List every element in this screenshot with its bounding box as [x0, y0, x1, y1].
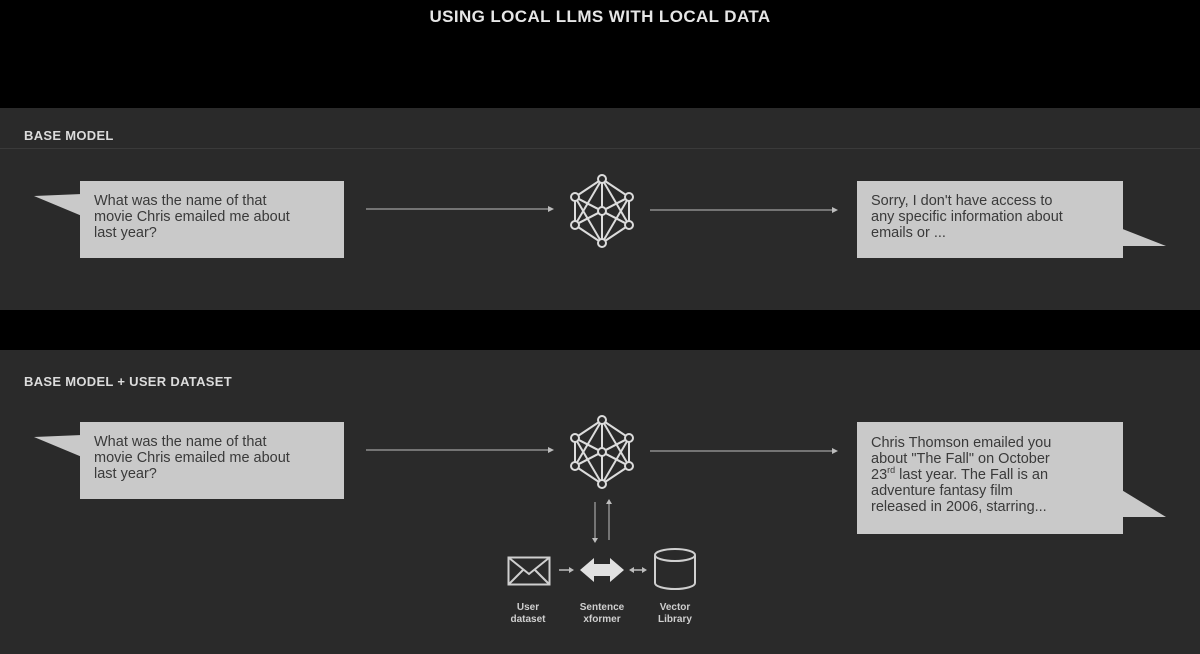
sentence-xformer-label-line: Sentence	[579, 602, 625, 613]
answer-line-rest: last year. The Fall is an	[895, 467, 1049, 483]
answer-bubble: Chris Thomson emailed you about "The Fal…	[857, 422, 1123, 534]
vector-library-label: Vector Library	[644, 602, 706, 626]
question-line: movie Chris emailed me about	[94, 209, 290, 225]
answer-line: emails or ...	[871, 225, 946, 241]
answer-line: about "The Fall" on October	[871, 451, 1050, 467]
base-model-panel: BASE MODEL What was the name of that mov…	[0, 108, 1200, 310]
arrow-to-model	[366, 447, 554, 453]
arrow-to-xformer	[559, 567, 574, 573]
database-icon	[654, 548, 696, 590]
arrow-to-library	[629, 567, 647, 573]
double-arrow-icon	[580, 558, 624, 582]
answer-bubble: Sorry, I don't have access to any specif…	[857, 181, 1123, 258]
answer-line: Chris Thomson emailed you	[871, 435, 1052, 451]
question-line: movie Chris emailed me about	[94, 450, 290, 466]
base-model-user-dataset-panel: BASE MODEL + USER DATASET What was the n…	[0, 350, 1200, 654]
answer-bubble-tail	[1120, 489, 1166, 517]
question-line: last year?	[94, 225, 157, 241]
neural-network-icon	[570, 415, 634, 489]
question-bubble-tail	[34, 194, 82, 216]
answer-line: 23rd last year. The Fall is an	[871, 465, 1109, 483]
neural-network-icon	[570, 174, 634, 248]
question-bubble: What was the name of that movie Chris em…	[80, 422, 344, 499]
sentence-xformer-label: Sentence xformer	[568, 602, 636, 626]
question-line: What was the name of that	[94, 434, 267, 450]
page-title: USING LOCAL LLMS WITH LOCAL DATA	[429, 7, 771, 26]
answer-line: released in 2006, starring...	[871, 499, 1047, 515]
answer-line: Sorry, I don't have access to	[871, 193, 1053, 209]
retrieval-arrows	[592, 499, 612, 543]
vector-library-label-line: Library	[658, 614, 692, 625]
question-line: last year?	[94, 466, 157, 482]
answer-date-number: 23	[871, 467, 888, 483]
panel-label-user-dataset: BASE MODEL + USER DATASET	[24, 374, 232, 389]
question-line: What was the name of that	[94, 193, 267, 209]
arrow-to-model	[366, 206, 554, 212]
arrow-to-answer	[650, 448, 838, 454]
panel-divider	[0, 148, 1200, 149]
answer-date-suffix: rd	[887, 465, 896, 476]
sentence-xformer-label-line: xformer	[583, 614, 621, 625]
vector-library-label-line: Vector	[659, 602, 691, 613]
user-dataset-label: User dataset	[498, 602, 558, 626]
answer-line: adventure fantasy film	[871, 483, 1013, 499]
panel-label-base-model: BASE MODEL	[24, 128, 114, 143]
question-bubble-tail	[34, 435, 82, 457]
answer-bubble-tail	[1120, 228, 1166, 246]
user-dataset-label-line: dataset	[510, 614, 546, 625]
user-dataset-label-line: User	[516, 602, 540, 613]
question-bubble: What was the name of that movie Chris em…	[80, 181, 344, 258]
answer-line: any specific information about	[871, 209, 1063, 225]
arrow-to-answer	[650, 207, 838, 213]
envelope-icon	[507, 556, 551, 586]
